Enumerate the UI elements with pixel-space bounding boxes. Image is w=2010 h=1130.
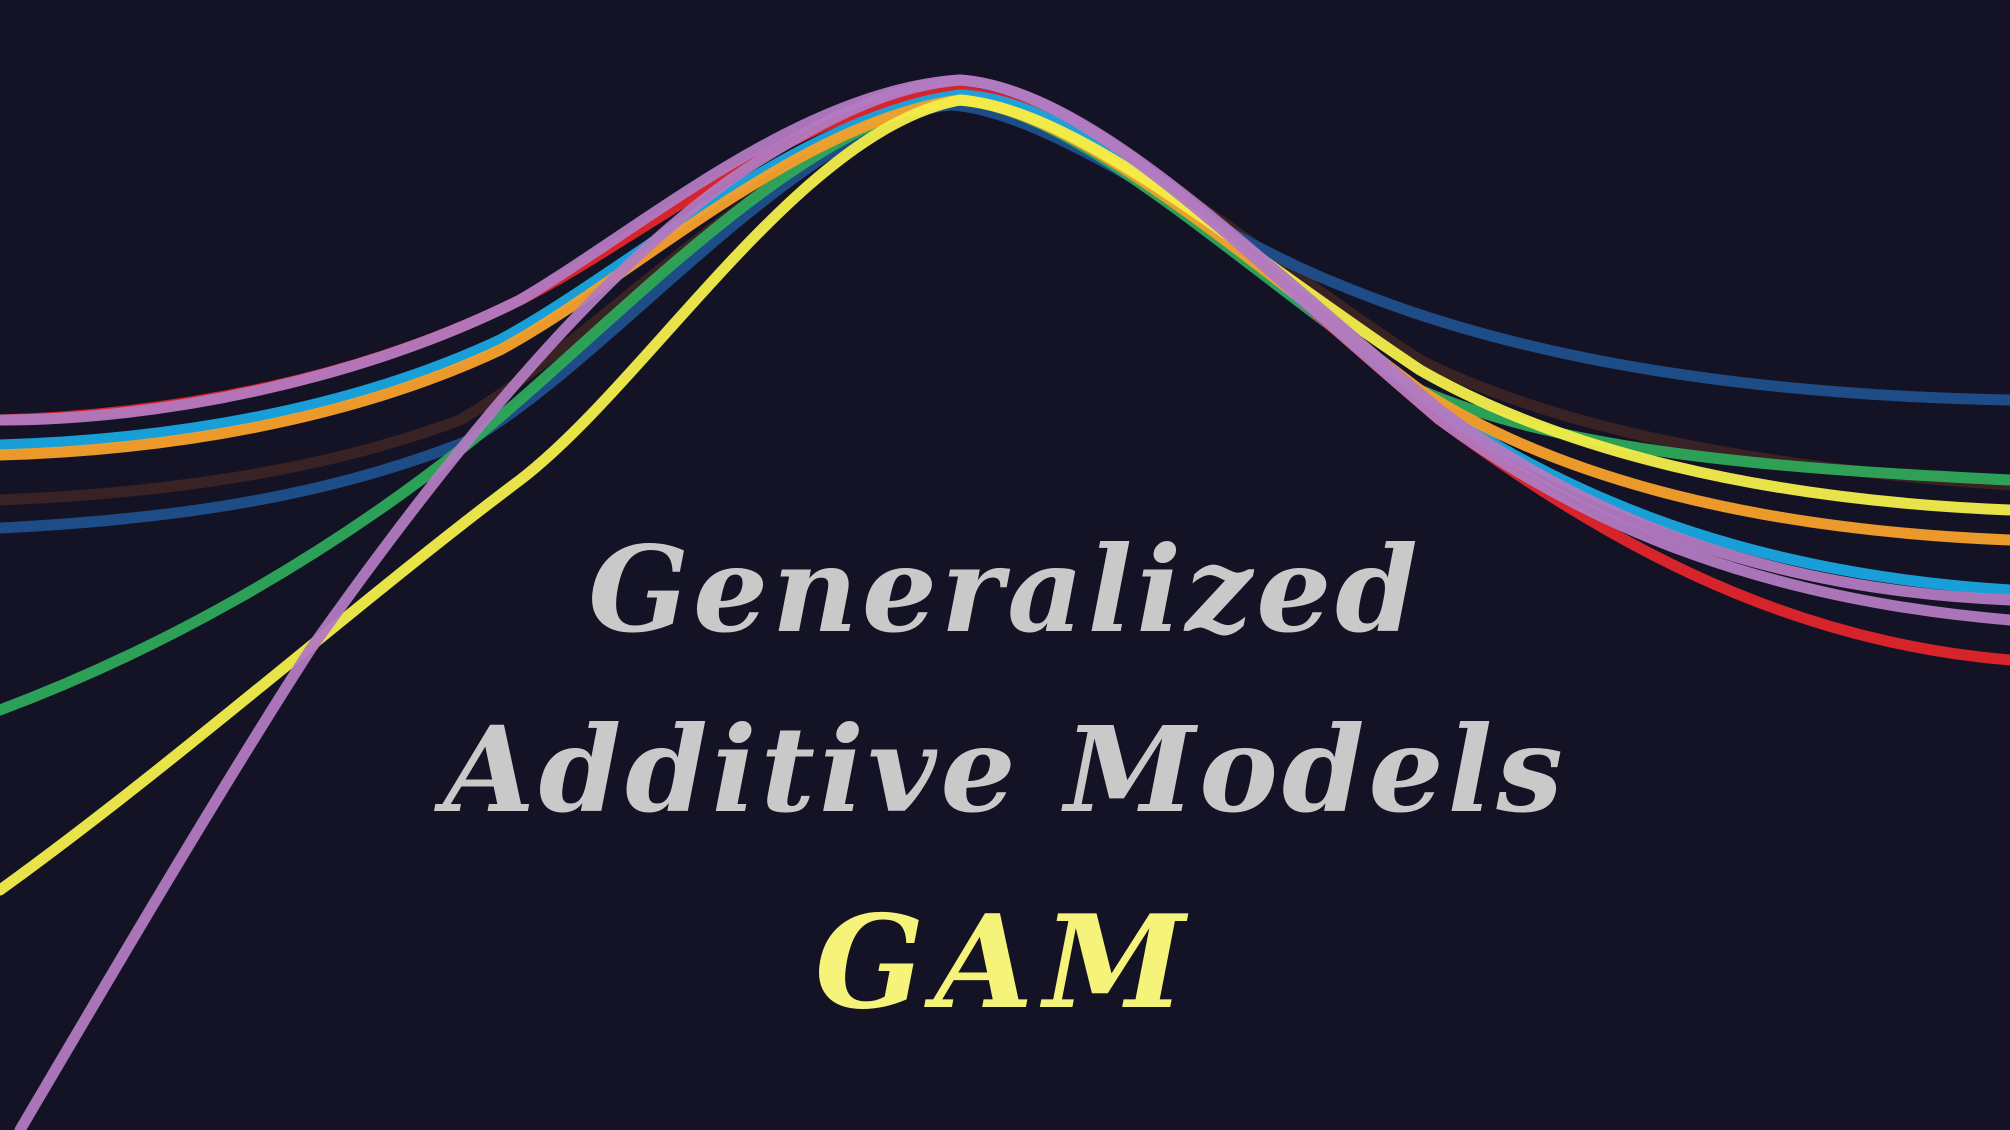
curve-dark-brown — [0, 94, 2010, 506]
curve-cyan — [0, 89, 2010, 596]
title-line-1: Generalized — [588, 520, 1422, 659]
curve-purple-upper — [0, 74, 2010, 606]
title-line-2: Additive Models — [443, 700, 1567, 839]
curve-yellow — [0, 94, 2010, 896]
title-acronym: GAM — [814, 888, 1196, 1038]
